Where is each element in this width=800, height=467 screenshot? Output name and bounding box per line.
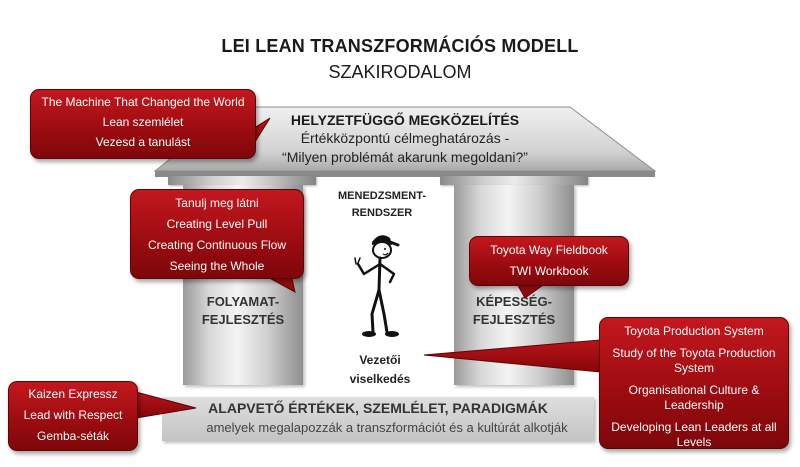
callout-item: Toyota Way Fieldbook [490, 243, 608, 257]
capability-pillar-label: KÉPESSÉG- FEJLESZTÉS [454, 293, 574, 329]
leader-behavior-line1: Vezetői [359, 353, 401, 367]
management-system-line2: RENDSZER [351, 207, 413, 219]
callout-item: The Machine That Changed the World [41, 95, 245, 109]
callout-item: Developing Lean Leaders at all Levels [611, 420, 777, 449]
roof-line-2: “Milyen problémát akarunk megoldani?” [282, 149, 528, 165]
callout-item: Seeing the Whole [169, 259, 265, 273]
leadership-callout-pointer [423, 339, 601, 373]
management-system-line1: MENEDZSMENT- [338, 190, 426, 202]
foundation-callout-pointer [135, 391, 197, 419]
process-pillar-label: FOLYAMAT- FEJLESZTÉS [183, 293, 303, 329]
capability-pillar-label-line1: KÉPESSÉG- [476, 294, 552, 309]
callout-item: Lead with Respect [23, 408, 123, 422]
foundation-heading: ALAPVETŐ ÉRTÉKEK, SZEMLÉLET, PARADIGMÁK [208, 400, 548, 416]
literature-callout-foundation: Kaizen Expressz Lead with Respect Gemba-… [8, 381, 138, 451]
process-pillar-label-line1: FOLYAMAT- [206, 294, 280, 309]
leader-behavior-line2: viselkedés [349, 372, 411, 386]
callout-item: Study of the Toyota Production System [612, 346, 776, 375]
callout-item: Gemba-séták [36, 429, 110, 443]
capability-pillar-label-line2: FEJLESZTÉS [472, 312, 556, 327]
roof-line-1: Értékközpontú célmeghatározás - [300, 130, 510, 146]
model-subtitle: SZAKIRODALOM [328, 62, 472, 82]
foundation-subtext: amelyek megalapozzák a transzformációt é… [206, 420, 568, 435]
literature-callout-capability: Toyota Way Fieldbook TWI Workbook [469, 236, 629, 286]
stick-figure-leader [354, 235, 400, 337]
management-system-label: MENEDZSMENT- RENDSZER [322, 188, 442, 222]
callout-item: Organisational Culture & Leadership [628, 383, 760, 412]
leader-behavior-label: Vezetői viselkedés [330, 351, 430, 389]
literature-callout-process: Tanulj meg látni Creating Level Pull Cre… [130, 189, 304, 279]
model-title: LEI LEAN TRANSZFORMÁCIÓS MODELL [221, 36, 579, 56]
callout-item: TWI Workbook [509, 264, 589, 278]
callout-item: Toyota Production System [624, 324, 764, 338]
roof-heading: HELYZETFÜGGŐ MEGKÖZELÍTÉS [290, 112, 520, 128]
foundation-base [162, 397, 594, 441]
process-pillar-label-line2: FEJLESZTÉS [201, 312, 285, 327]
literature-callout-top-left: The Machine That Changed the World Lean … [30, 89, 256, 159]
callout-item: Lean szemlélet [102, 115, 184, 129]
left-pillar-capital [168, 176, 316, 185]
callout-item: Vezesd a tanulást [95, 135, 191, 149]
callout-item: Creating Continuous Flow [147, 238, 287, 252]
literature-callout-leadership: Toyota Production System Study of the To… [599, 317, 789, 449]
callout-item: Creating Level Pull [166, 217, 268, 231]
callout-item: Kaizen Expressz [28, 387, 118, 401]
callout-item: Tanulj meg látni [175, 196, 259, 210]
right-pillar-capital [440, 176, 588, 185]
